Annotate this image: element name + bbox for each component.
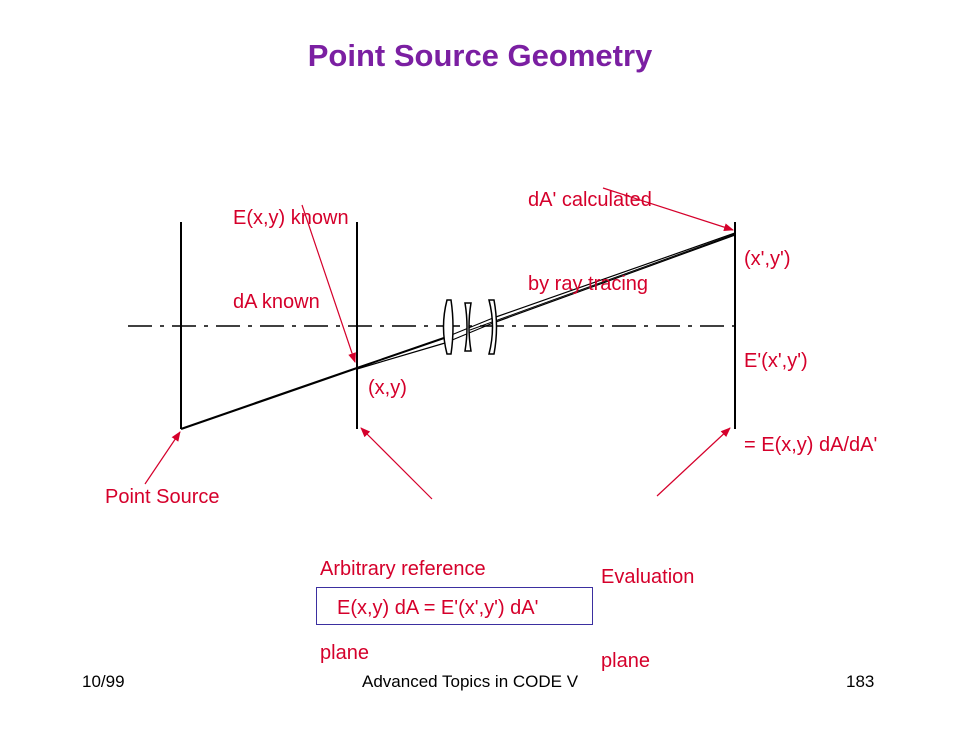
known-label-line2: dA known (233, 291, 320, 313)
eprime-label-line2: = E(x,y) dA/dA' (744, 434, 878, 456)
footer-date: 10/99 (82, 672, 125, 691)
point-source-label: Point Source (105, 486, 220, 508)
equation-box (316, 587, 593, 625)
lens-element-1 (442, 299, 454, 355)
arrow-to-evaluation-plane (656, 427, 731, 497)
eprime-label: E'(x',y') = E(x,y) dA/dA' (744, 291, 877, 515)
reference-plane-label: Arbitrary reference plane (320, 499, 486, 723)
calc-label: dA' calculated by ray tracing (528, 130, 652, 354)
slide-title: Point Source Geometry (307, 38, 653, 73)
ray-bundle (180, 232, 736, 431)
xy-prime-label: (x',y') (744, 248, 791, 270)
eprime-label-line1: E'(x',y') (744, 350, 808, 372)
known-label-line1: E(x,y) known (233, 207, 349, 229)
lens-group (442, 299, 498, 355)
annotation-arrows (144, 187, 734, 500)
equation-text: E(x,y) dA = E'(x',y') dA' (337, 597, 539, 619)
footer-page: 183 (846, 672, 875, 691)
lens-element-2 (464, 302, 472, 352)
lens-element-3 (488, 299, 498, 355)
arrow-to-reference-plane (360, 427, 433, 500)
evaluation-plane-label-line2: plane (601, 650, 650, 672)
arrow-known-to-xy (301, 204, 356, 363)
calc-label-line2: by ray tracing (528, 273, 649, 295)
arrow-calc-to-xyprime (602, 187, 734, 232)
footer-course: Advanced Topics in CODE V (362, 672, 579, 691)
calc-label-line1: dA' calculated (528, 189, 652, 211)
arrow-to-point-source (144, 431, 181, 485)
reference-plane-label-line2: plane (320, 642, 369, 664)
known-label: E(x,y) known dA known (233, 148, 349, 372)
evaluation-plane-label-line1: Evaluation (601, 566, 695, 588)
xy-label: (x,y) (368, 377, 407, 399)
reference-plane-label-line1: Arbitrary reference (320, 558, 486, 580)
evaluation-plane-label: Evaluation plane (601, 507, 694, 731)
